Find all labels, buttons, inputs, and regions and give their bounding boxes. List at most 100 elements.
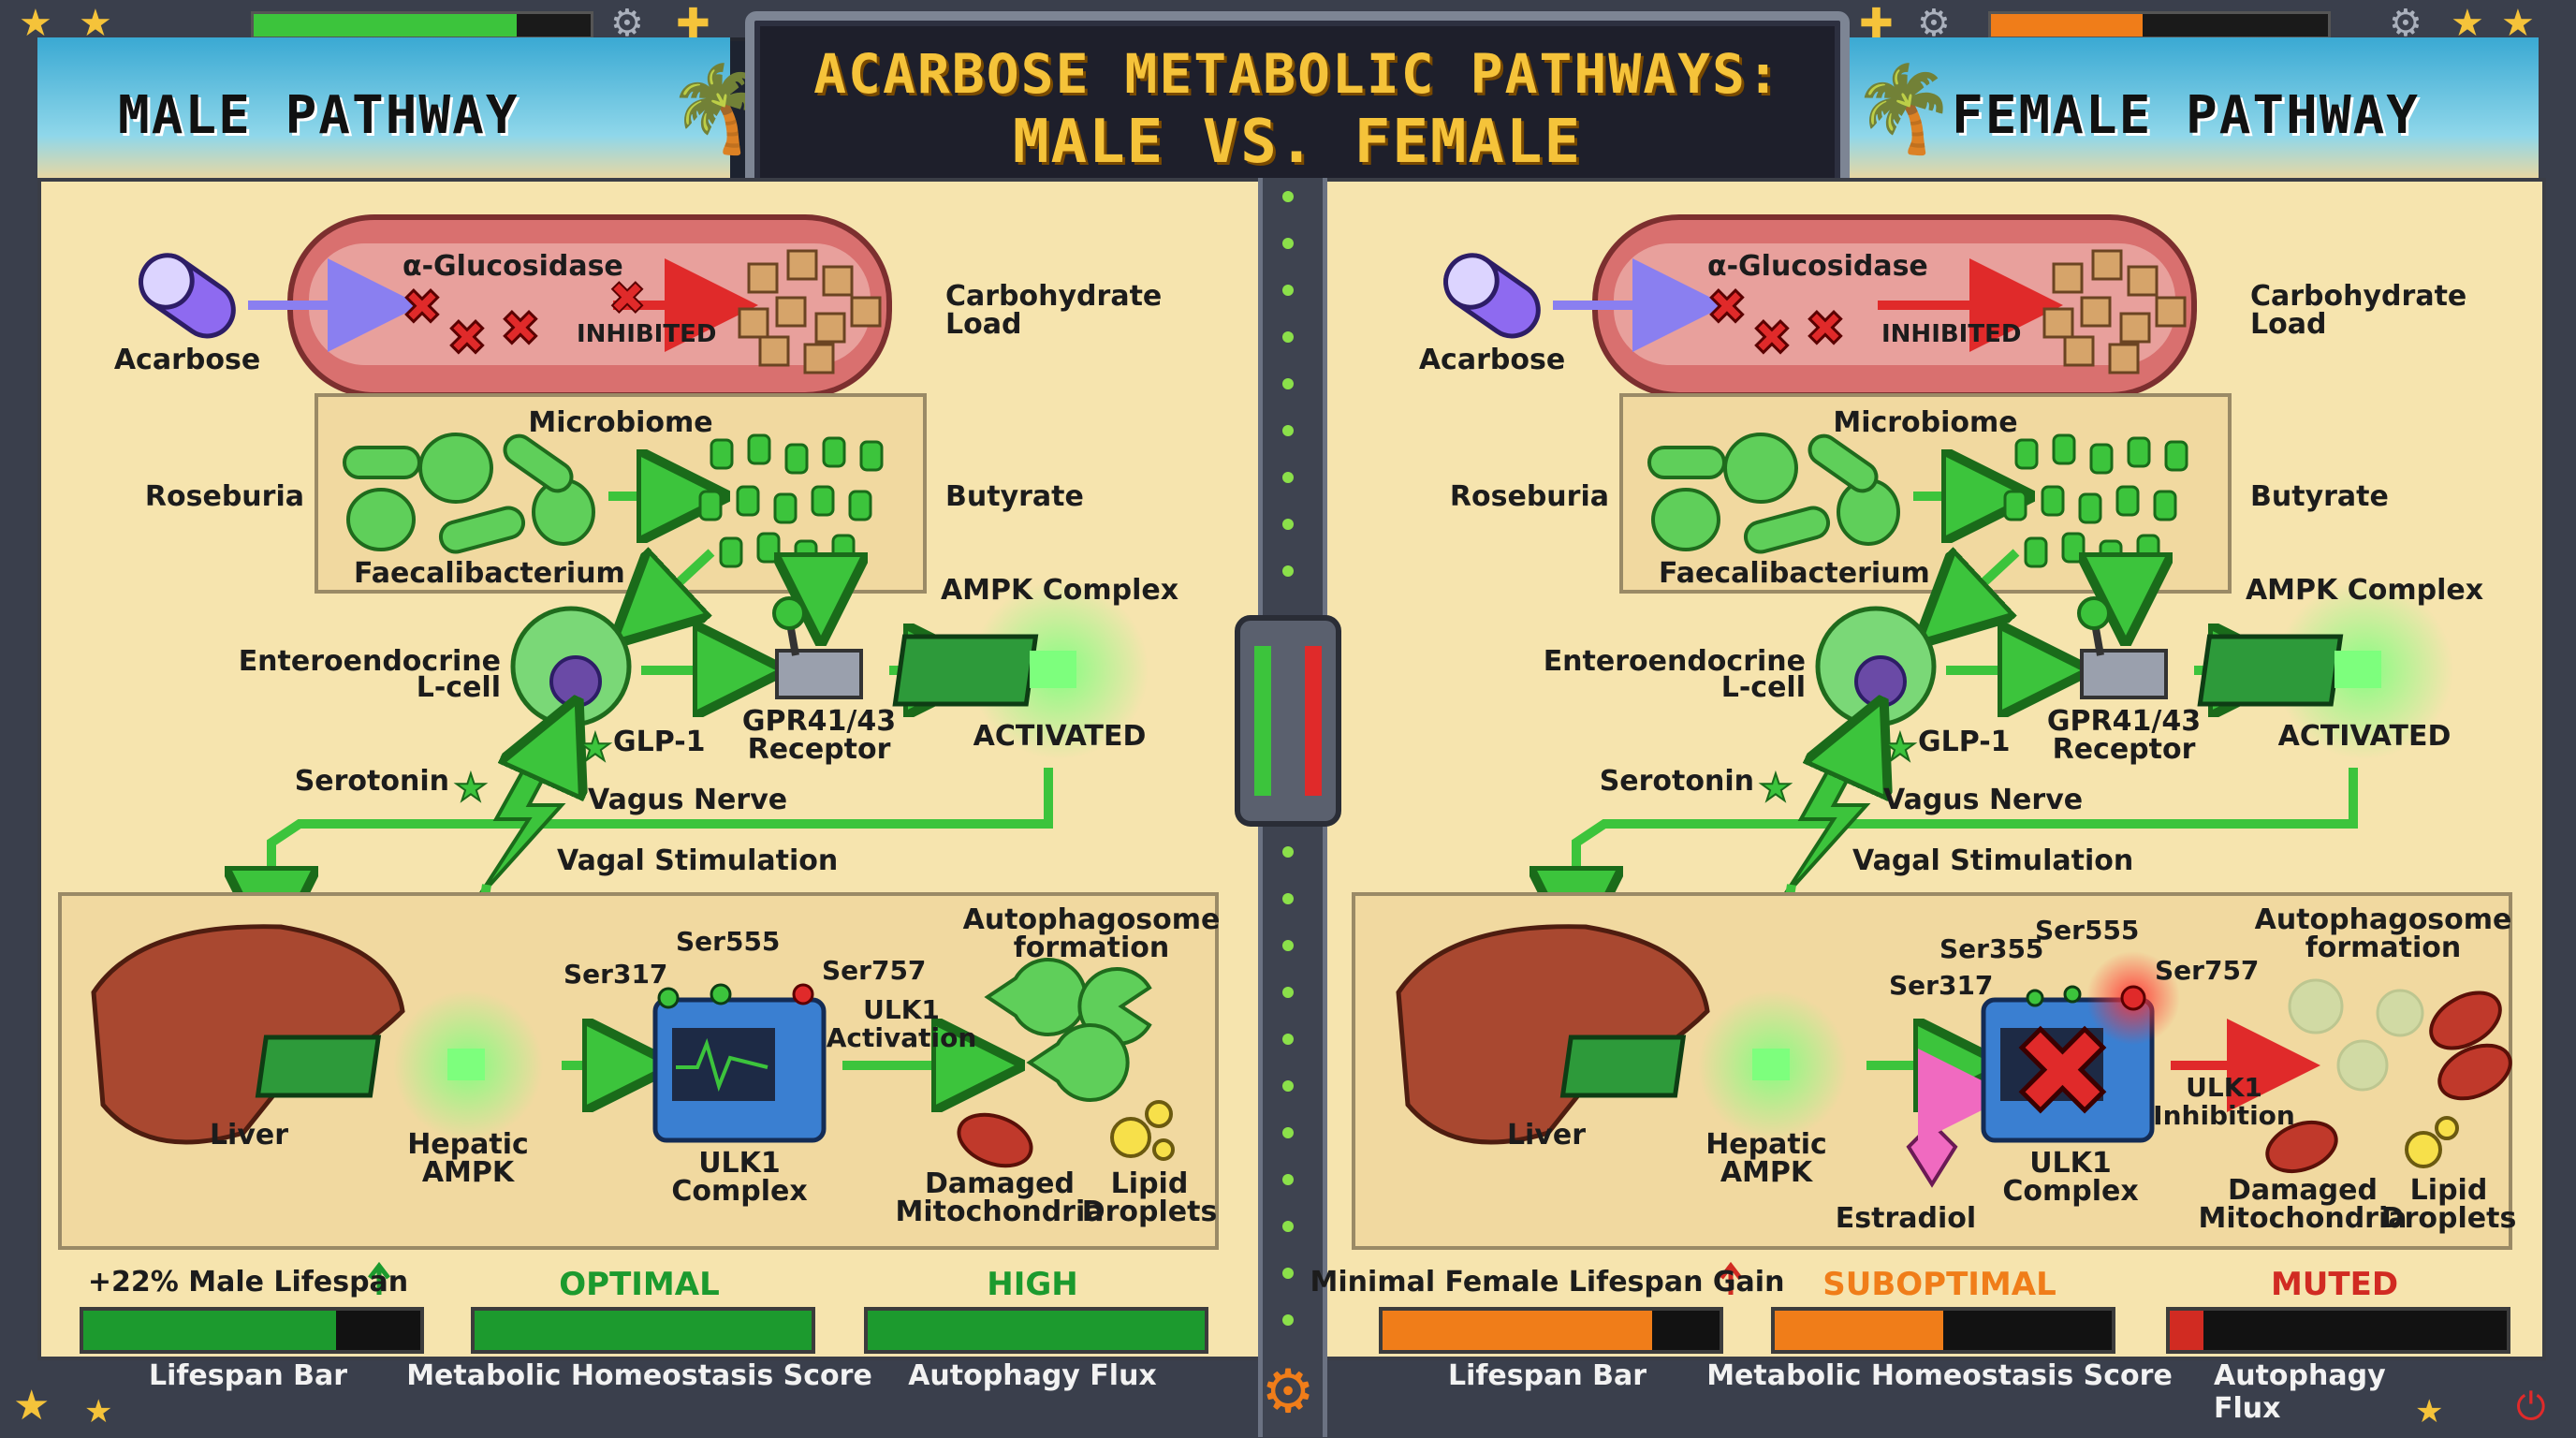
divider-connector — [1235, 615, 1341, 827]
divider-lights — [1282, 191, 1294, 1326]
female-mito-label-2: Mitochondria — [2198, 1202, 2408, 1235]
male-autophagosome-label-1: Autophagosome — [962, 903, 1221, 936]
female-lipid-label-1: Lipid — [2409, 1174, 2488, 1207]
female-gpr-label-1: GPR41/43 — [2046, 705, 2202, 738]
male-ampk-complex-label: AMPK Complex — [940, 574, 1179, 607]
female-carb-label-2: Load — [2250, 308, 2327, 341]
male-metric-value: HIGH — [987, 1266, 1078, 1303]
female-ser757-label: Ser757 — [2155, 955, 2260, 986]
male-metric-bar-fill — [868, 1311, 1205, 1350]
male-lipid-label-2: Droplets — [1081, 1196, 1218, 1228]
female-inhibited-label: INHIBITED — [1881, 320, 2022, 348]
male-vagus-label: Vagus Nerve — [588, 784, 788, 816]
center-gear-icon: ⚙ — [1261, 1357, 1315, 1427]
svg-text:★: ★ — [1883, 726, 1917, 770]
male-enzyme-label: α-Glucosidase — [402, 250, 623, 283]
svg-text:✖: ✖ — [1806, 301, 1845, 356]
female-carb-label-1: Carbohydrate — [2250, 280, 2467, 313]
female-roseburia-label: Roseburia — [1449, 480, 1609, 513]
female-ulk1-label-2: Complex — [2002, 1175, 2139, 1208]
female-ulk1-label-1: ULK1 — [2029, 1147, 2112, 1180]
title-line-2: MALE VS. FEMALE — [1013, 108, 1582, 177]
male-sky-banner — [37, 37, 730, 178]
male-metric-caption: Autophagy Flux — [908, 1359, 1157, 1392]
male-liver-label: Liver — [209, 1119, 289, 1152]
star-icon: ★ — [84, 1393, 113, 1431]
female-pathway-heading: FEMALE PATHWAY — [1952, 85, 2421, 146]
female-metric-caption: Metabolic Homeostasis Score — [1706, 1359, 2173, 1392]
male-serotonin-label: Serotonin — [294, 765, 449, 798]
female-vagus-label: Vagus Nerve — [1883, 784, 2084, 816]
svg-text:✖: ✖ — [608, 272, 646, 325]
female-serotonin-label: Serotonin — [1599, 765, 1754, 798]
male-mito-label-2: Mitochondria — [895, 1196, 1105, 1228]
female-vagal-label: Vagal Stimulation — [1852, 844, 2134, 877]
male-pathway-heading: MALE PATHWAY — [118, 85, 520, 146]
male-microbiome-label: Microbiome — [528, 406, 713, 439]
female-metric-bar-fill — [2170, 1311, 2203, 1350]
male-inhibited-label: INHIBITED — [577, 320, 717, 348]
male-carb-label-2: Load — [945, 308, 1022, 341]
female-metric-value: MUTED — [2270, 1266, 2399, 1303]
male-ulk1-label-2: Complex — [671, 1175, 808, 1208]
female-liver-label: Liver — [1506, 1119, 1587, 1152]
male-ser555-label: Ser555 — [676, 926, 781, 957]
female-sky-banner — [1844, 37, 2539, 178]
female-metric-bar — [1379, 1307, 1723, 1354]
female-ser555-label: Ser555 — [2035, 915, 2140, 946]
female-metric-value: Minimal Female Lifespan Gain — [1310, 1266, 1785, 1299]
female-acarbose-label: Acarbose — [1418, 344, 1566, 376]
male-metric-caption: Lifespan Bar — [148, 1359, 348, 1392]
male-activated-label: ACTIVATED — [973, 720, 1147, 753]
female-enzyme-label: α-Glucosidase — [1707, 250, 1928, 283]
female-glp1-label: GLP-1 — [1918, 726, 2011, 758]
female-estradiol-label: Estradiol — [1835, 1202, 1977, 1235]
female-hepatic-label-1: Hepatic — [1705, 1128, 1827, 1161]
female-lcell-label-1: Enteroendocrine — [1543, 645, 1806, 678]
female-autophagosome-label-2: formation — [2305, 932, 2462, 964]
svg-text:✖: ✖ — [447, 311, 487, 365]
male-butyrate-label: Butyrate — [945, 480, 1084, 513]
male-mito-label-1: Damaged — [925, 1167, 1075, 1200]
female-metric-caption: Autophagy Flux — [2214, 1359, 2386, 1425]
male-lcell-label-1: Enteroendocrine — [238, 645, 501, 678]
svg-text:✖: ✖ — [402, 280, 442, 334]
star-icon: ★ — [13, 1382, 51, 1430]
female-faecali-label: Faecalibacterium — [1659, 557, 1930, 590]
left-frame — [0, 37, 37, 1353]
female-activated-label: ACTIVATED — [2277, 720, 2452, 753]
male-ulk1-activation-label-1: ULK1 — [863, 994, 940, 1025]
male-roseburia-label: Roseburia — [144, 480, 304, 513]
female-graphics: ✖ ✖ ✖ — [1352, 214, 2512, 1295]
star-icon: ★ — [2415, 1393, 2444, 1431]
male-faecali-label: Faecalibacterium — [354, 557, 625, 590]
female-metric-bar-fill — [1383, 1311, 1652, 1350]
male-vagal-label: Vagal Stimulation — [557, 844, 839, 877]
female-gpr-label-2: Receptor — [2052, 733, 2196, 766]
male-lipid-label-1: Lipid — [1110, 1167, 1189, 1200]
svg-text:★: ★ — [578, 726, 612, 770]
palm-tree-icon: 🌴 — [1852, 60, 1957, 158]
svg-text:★: ★ — [454, 767, 488, 810]
female-ser355-label: Ser355 — [1939, 933, 2044, 964]
male-graphics: ✖ ✖ ✖ ✖ — [58, 214, 1219, 1295]
male-hepatic-label-2: AMPK — [421, 1156, 515, 1189]
svg-text:✖: ✖ — [501, 301, 540, 356]
female-ulk1-inhibition-label-2: Inhibition — [2153, 1100, 2295, 1131]
female-ser317-label: Ser317 — [1889, 970, 1994, 1001]
female-ulk1-inhibition-label-1: ULK1 — [2186, 1072, 2262, 1103]
male-metric-caption: Metabolic Homeostasis Score — [406, 1359, 872, 1392]
female-metric-bar-fill — [1775, 1311, 1943, 1350]
svg-text:★: ★ — [1759, 767, 1793, 810]
male-gpr-label-2: Receptor — [747, 733, 891, 766]
female-metric-value: SUBOPTIMAL — [1822, 1266, 2056, 1303]
male-autophagosome-label-2: formation — [1013, 932, 1170, 964]
male-metric-value: OPTIMAL — [559, 1266, 720, 1303]
male-ser757-label: Ser757 — [822, 955, 927, 986]
female-metric-caption: Lifespan Bar — [1447, 1359, 1647, 1392]
title-line-1: ACARBOSE METABOLIC PATHWAYS: — [813, 42, 1781, 106]
male-hepatic-label-1: Hepatic — [407, 1128, 529, 1161]
male-metric-bar-fill — [475, 1311, 812, 1350]
female-lipid-label-2: Droplets — [2380, 1202, 2517, 1235]
